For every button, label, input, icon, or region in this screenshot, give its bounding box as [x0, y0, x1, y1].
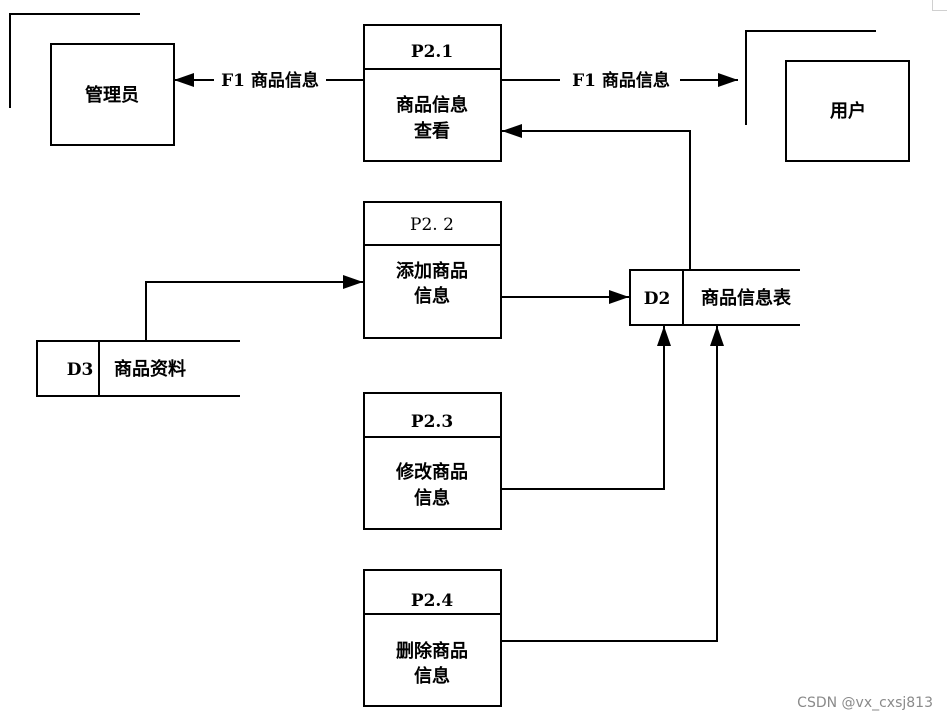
- process-name-line1: 删除商品: [396, 640, 468, 662]
- store-d2-id: D2: [644, 289, 671, 309]
- store-d2: D2 商品信息表: [629, 269, 800, 326]
- process-id: P2.4: [411, 591, 454, 611]
- store-d3-label: 商品资料: [114, 358, 186, 380]
- corner-mark: [932, 0, 947, 11]
- flow-p2-1-to-admin: F1 商品信息: [174, 70, 364, 91]
- process-name-line2: 查看: [414, 120, 450, 142]
- process-name-line1: 添加商品: [396, 260, 468, 282]
- process-p2-3: P2.3 修改商品 信息: [363, 392, 502, 530]
- process-name-line2: 信息: [414, 487, 450, 509]
- flow-d3-to-p2-2: [145, 275, 363, 341]
- process-id: P2. 2: [410, 215, 454, 235]
- flow-p2-1-to-user: F1 商品信息: [501, 70, 738, 91]
- entity-user: 用户: [745, 30, 910, 162]
- flow-d2-to-p2-1: [502, 124, 691, 270]
- watermark: CSDN @vx_cxsj813: [797, 695, 933, 711]
- process-name-line1: 修改商品: [395, 461, 468, 483]
- entity-user-label: 用户: [830, 100, 866, 122]
- process-p2-4: P2.4 删除商品 信息: [363, 569, 502, 707]
- store-d3-id: D3: [67, 360, 94, 380]
- process-id: P2.3: [411, 412, 453, 432]
- flow-p2-4-to-d2: [501, 326, 724, 642]
- process-p2-1: P2.1 商品信息 查看: [363, 24, 502, 162]
- store-d3: D3 商品资料: [36, 340, 240, 397]
- process-name-line2: 信息: [414, 665, 450, 687]
- flow-p2-3-to-d2: [501, 326, 671, 490]
- store-d2-label: 商品信息表: [701, 287, 792, 309]
- entity-admin-label: 管理员: [85, 84, 139, 106]
- process-id: P2.1: [411, 42, 453, 62]
- flow-label-to-admin: F1 商品信息: [221, 70, 319, 91]
- process-p2-2: P2. 2 添加商品 信息: [363, 201, 502, 339]
- process-name-line2: 信息: [414, 285, 450, 307]
- entity-admin: 管理员: [9, 13, 175, 146]
- flow-label-to-user: F1 商品信息: [572, 70, 670, 91]
- process-name-line1: 商品信息: [396, 94, 468, 116]
